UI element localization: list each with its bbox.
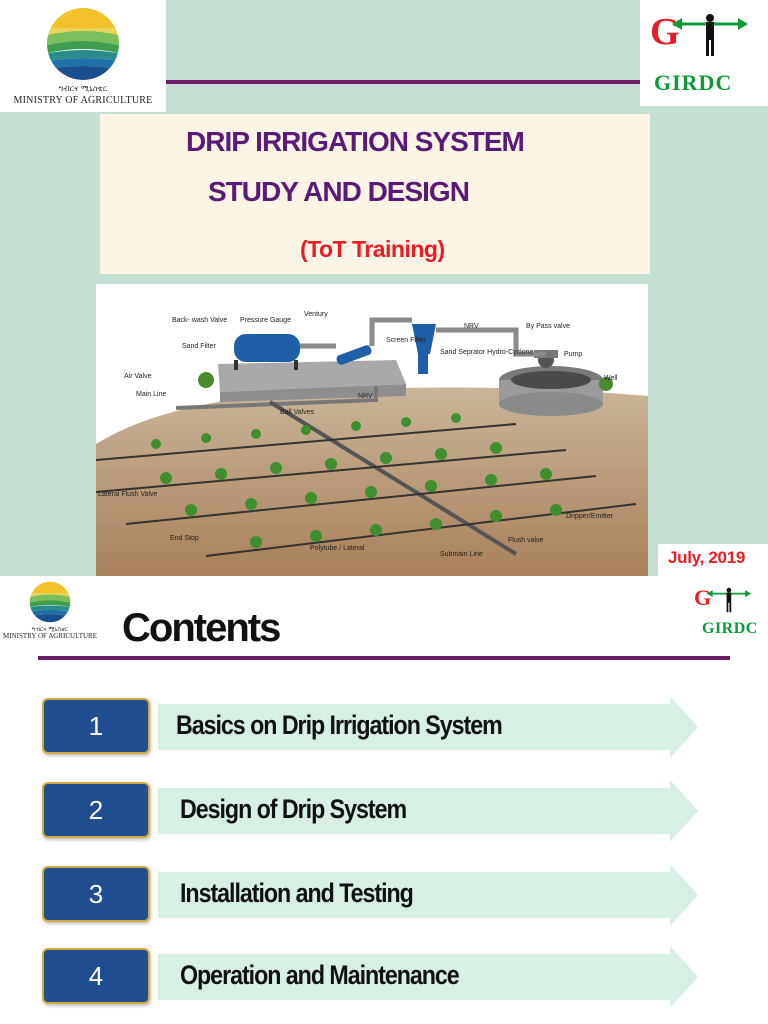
arrow-banner [158,946,698,1008]
label-backwash-valve: Back- wash Valve [172,317,227,324]
ministry-amharic-name: ግብርና ሚኒስቴር [31,626,69,633]
contents-item: 1 Basics on Drip Irrigation System [0,696,768,760]
arrow-banner [158,780,698,842]
item-number-badge: 4 [42,948,150,1004]
item-number-badge: 3 [42,866,150,922]
ministry-emblem-icon [29,581,71,623]
ministry-name: MINISTRY OF AGRICULTURE [13,95,153,106]
header-divider [166,80,640,84]
item-number-badge: 2 [42,782,150,838]
label-nrv-top: NRV [464,323,479,330]
girdc-emblem-icon: G [650,11,748,56]
ministry-name: MINISTRY OF AGRICULTURE [3,632,97,640]
title-line-1: DRIP IRRIGATION SYSTEM [186,126,525,157]
item-label: Basics on Drip Irrigation System [176,710,503,740]
label-bypass-valve: By Pass valve [526,323,570,330]
drip-system-illustration: Back- wash Valve Pressure Gauge Ventury … [96,284,648,576]
label-flush-valve: Flush valve [508,537,544,544]
label-screen-filter: Screen Filter [386,337,426,344]
item-label: Design of Drip System [180,794,407,824]
label-nrv-main: NRV [358,393,373,400]
title-panel: DRIP IRRIGATION SYSTEM STUDY AND DESIGN … [100,114,650,274]
item-label: Operation and Maintenance [180,960,460,990]
label-sand-separator: Sand Seprator Hydro-Cyclone [440,349,533,356]
item-label: Installation and Testing [180,878,414,908]
date-block: July, 2019 [658,544,768,576]
label-sand-filter: Sand Filter [182,343,217,350]
label-pump: Pump [564,351,582,358]
girdc-logo-block: G GIRDC [640,0,768,106]
page-title: Contents [122,606,281,650]
title-slide: ግብርና ሚኒስቴር MINISTRY OF AGRICULTURE G GIR… [0,0,768,576]
header-divider [38,656,730,660]
drip-system-diagram: Back- wash Valve Pressure Gauge Ventury … [96,284,648,576]
contents-item: 4 Operation and Maintenance [0,946,768,1010]
girdc-emblem-icon: G [694,585,752,613]
girdc-label: GIRDC [654,70,733,95]
label-well: Well [604,375,618,382]
ministry-amharic-name: ግብርና ሚኒስቴር [58,84,108,93]
label-air-valve: Air Valve [124,373,152,380]
label-pressure-gauge: Pressure Gauge [240,317,291,324]
label-submain-line: Submain Line [440,551,483,558]
item-number-badge: 1 [42,698,150,754]
label-ball-valves: Ball Valves [280,409,315,416]
label-main-line: Main Line [136,391,166,398]
svg-text:G: G [650,11,680,53]
svg-text:G: G [694,585,711,610]
ministry-logo-block: ግብርና ሚኒስቴር MINISTRY OF AGRICULTURE [0,0,166,112]
arrow-banner [158,864,698,926]
label-end-stop: End Stop [170,535,199,542]
label-polytube-lateral: Polytube / Lateral [310,545,365,552]
label-dripper-emitter: Dripper/Emitter [566,513,614,520]
label-lateral-flush-valve: Lateral Flush Valve [98,491,158,498]
subtitle: (ToT Training) [300,236,445,262]
girdc-label: GIRDC [702,620,758,637]
title-line-2: STUDY AND DESIGN [208,176,470,207]
ministry-emblem-icon [47,8,119,80]
date-label: July, 2019 [668,548,746,567]
label-ventury: Ventury [304,311,328,318]
contents-item: 2 Design of Drip System [0,780,768,844]
contents-item: 3 Installation and Testing [0,864,768,928]
arrow-banner [158,696,698,758]
contents-slide: ግብርና ሚኒስቴር MINISTRY OF AGRICULTURE Conte… [0,576,768,1024]
